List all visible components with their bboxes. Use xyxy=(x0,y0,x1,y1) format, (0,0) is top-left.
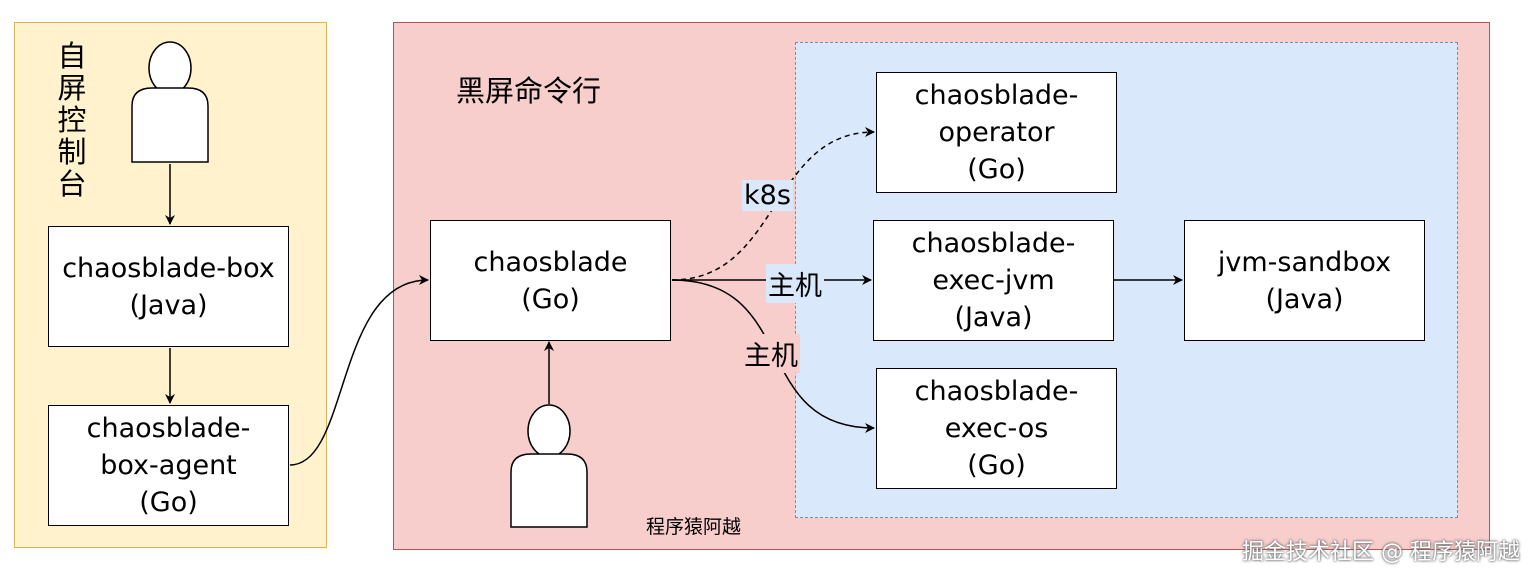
chaosblade-box-node: chaosblade-box (Java) xyxy=(48,226,289,347)
console-title-char: 控 xyxy=(57,103,87,137)
chaosblade-exec-jvm-node: chaosblade- exec-jvm (Java) xyxy=(873,220,1114,341)
node-label: (Java) xyxy=(1265,283,1344,315)
edge-blade-to-operator xyxy=(671,127,875,281)
author-signature: 程序猿阿越 xyxy=(646,516,742,538)
edge-label-host: 主机 xyxy=(742,334,800,373)
node-label: jvm-sandbox xyxy=(1217,246,1392,278)
node-label: exec-os xyxy=(944,413,1049,444)
watermark: 掘金技术社区 @ 程序猿阿越 xyxy=(1242,540,1520,565)
console-title-char: 屏 xyxy=(57,71,87,105)
chaosblade-box-agent-node: chaosblade- box-agent (Go) xyxy=(48,405,289,526)
node-label: chaosblade- xyxy=(914,376,1079,407)
node-label: (Java) xyxy=(129,289,208,321)
node-label: exec-jvm xyxy=(932,265,1055,296)
edge-label-host: 主机 xyxy=(766,264,824,303)
console-title-char: 自 xyxy=(57,39,87,73)
jvm-sandbox-node: jvm-sandbox (Java) xyxy=(1184,220,1425,341)
console-panel-title: 自 屏 控 制 台 xyxy=(56,40,88,200)
node-label: chaosblade-box xyxy=(62,252,275,284)
person-icon xyxy=(510,404,588,528)
node-label: box-agent xyxy=(100,450,237,481)
chaosblade-operator-node: chaosblade- operator (Go) xyxy=(876,72,1117,193)
cli-panel-title: 黑屏命令行 xyxy=(456,74,602,108)
node-label: (Go) xyxy=(139,487,198,518)
console-title-char: 台 xyxy=(57,167,87,201)
node-label: operator xyxy=(938,117,1055,148)
node-label: chaosblade- xyxy=(914,80,1079,111)
node-label: (Go) xyxy=(967,450,1026,481)
edge-agent-to-blade xyxy=(289,275,429,466)
node-label: (Java) xyxy=(954,302,1033,333)
node-label: (Go) xyxy=(967,154,1026,185)
node-label: chaosblade xyxy=(473,246,628,278)
node-label: (Go) xyxy=(521,283,580,315)
console-title-char: 制 xyxy=(57,135,87,169)
chaosblade-exec-os-node: chaosblade- exec-os (Go) xyxy=(876,368,1117,489)
node-label: chaosblade- xyxy=(911,228,1076,259)
node-label: chaosblade- xyxy=(86,413,251,444)
chaosblade-node: chaosblade (Go) xyxy=(430,220,671,341)
person-icon xyxy=(131,41,209,163)
edge-label-k8s: k8s xyxy=(742,180,793,211)
